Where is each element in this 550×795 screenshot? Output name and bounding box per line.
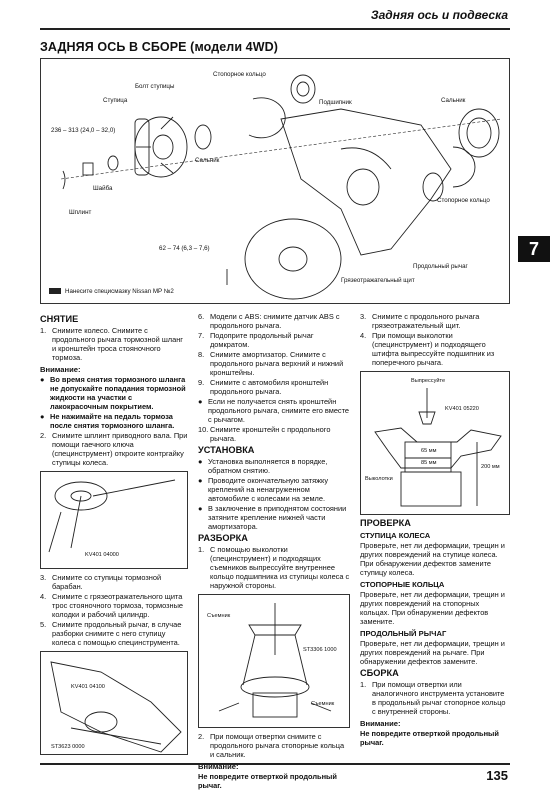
disassembly-heading: РАЗБОРКА xyxy=(198,533,248,543)
list-item: 2.Снимите шплинт приводного вала. При по… xyxy=(40,431,188,467)
exploded-diagram: Болт ступицы Ступица 236 – 313 (24,0 – 3… xyxy=(40,58,510,304)
fig3-label1: Съемник xyxy=(207,613,231,619)
hub-nut-drawing xyxy=(48,479,176,553)
rings-heading: СТОПОРНЫЕ КОЛЬЦА xyxy=(360,580,445,589)
bullet-item: ●Проводите окончательную затяжку креплен… xyxy=(198,476,329,503)
list-item: 6.Модели с ABS: снимите датчик ABS с про… xyxy=(198,312,340,330)
label-washer: Шайба xyxy=(93,185,113,192)
removal-heading: СНЯТИЕ xyxy=(40,314,79,324)
page-title: ЗАДНЯЯ ОСЬ В СБОРЕ (модели 4WD) xyxy=(40,40,279,54)
attention-heading: Внимание: xyxy=(198,762,239,771)
header-rule xyxy=(40,28,510,30)
arm-heading: ПРОДОЛЬНЫЙ РЫЧАГ xyxy=(360,629,447,638)
install-heading: УСТАНОВКА xyxy=(198,445,255,455)
illustration-bearing-puller: Съемник ST3306 1000 Съемник xyxy=(198,594,350,728)
fig3-label2: ST3306 1000 xyxy=(303,647,337,653)
list-item: 7.Подоприте продольный рычаг домкратом. xyxy=(198,331,314,349)
label-torque2: 62 – 74 (6,3 – 7,6) xyxy=(159,245,210,252)
fig2-label2: ST3623 0000 xyxy=(51,744,85,750)
chapter-tab: 7 xyxy=(518,236,550,262)
warning-item: ●Не нажимайте на педаль тормоза после сн… xyxy=(40,412,175,430)
bullet-item: ●В заключение в приподнятом состоянии за… xyxy=(198,504,347,531)
label-seal: Сальник xyxy=(195,157,220,164)
bearing-press-drawing xyxy=(374,388,502,507)
legend-swatch xyxy=(49,288,61,294)
label-hub-bolt: Болт ступицы xyxy=(135,83,175,90)
label-snap-ring2: Стопорное кольцо xyxy=(437,197,490,204)
attention-heading: Внимание: xyxy=(40,365,81,374)
attention-heading: Внимание: xyxy=(360,719,401,728)
list-item: 2.При помощи отвертки снимите с продольн… xyxy=(198,732,345,759)
list-item: 4.Снимите с грязеотражательного щита тро… xyxy=(40,592,183,619)
list-item: 4.При помощи выколотки (специнструмент) … xyxy=(360,331,495,367)
label-dust-shield: Грязеотражательный щит xyxy=(341,277,415,284)
list-item: 3.Снимите с продольного рычага грязеотра… xyxy=(360,312,480,330)
list-item: 3.Снимите со ступицы тормозной барабан. xyxy=(40,573,162,591)
bullet-item: ●Если не получается снять кронштейн прод… xyxy=(198,397,350,424)
footer-rule xyxy=(40,763,510,765)
label-hub: Ступица xyxy=(103,97,128,104)
list-item: 5.Снимите продольный рычаг, в случае раз… xyxy=(40,620,182,647)
fig1-label: KV401 04000 xyxy=(85,552,119,558)
label-torque1: 236 – 313 (24,0 – 32,0) xyxy=(51,127,116,134)
fig4-label-200: 200 мм xyxy=(481,464,500,470)
label-snap-ring: Стопорное кольцо xyxy=(213,71,266,78)
label-cotter: Шплинт xyxy=(69,209,92,216)
hub-text: Проверьте, нет ли деформации, трещин и д… xyxy=(360,541,505,577)
fig4-label-85: 85 мм xyxy=(421,460,437,466)
arm-text: Проверьте, нет ли деформации, трещин и д… xyxy=(360,639,505,666)
fig4-label-kv: KV401 05220 xyxy=(445,406,479,412)
bearing-puller-drawing xyxy=(218,603,332,718)
fig3-label3: Съемник xyxy=(311,701,335,707)
illustration-bearing-press: Выпрессуйте KV401 05220 65 мм 85 мм 200 … xyxy=(360,371,510,515)
page-number: 135 xyxy=(486,768,508,783)
fig4-label-65: 65 мм xyxy=(421,448,437,454)
hub-heading: СТУПИЦА КОЛЕСА xyxy=(360,531,431,540)
diagram-drawing xyxy=(49,74,502,300)
column-1: СНЯТИЕ 1.Снимите колесо. Снимите с продо… xyxy=(40,312,188,759)
section-title: Задняя ось и подвеска xyxy=(370,8,508,22)
check-heading: ПРОВЕРКА xyxy=(360,518,411,528)
bullet-item: ●Установка выполняется в порядке, обратн… xyxy=(198,457,328,475)
warning-text: Не повредите отверткой продольный рычаг. xyxy=(360,729,499,747)
list-item: 1.Снимите колесо. Снимите с продольного … xyxy=(40,326,183,362)
list-item: 1.С помощью выколотки (специнструмент) и… xyxy=(198,545,350,590)
assembly-heading: СБОРКА xyxy=(360,668,399,678)
rings-text: Проверьте, нет ли деформации, трещин и д… xyxy=(360,590,505,626)
warning-item: ●Во время снятия тормозного шланга не до… xyxy=(40,375,186,411)
fig2-label1: KV401 04100 xyxy=(71,684,105,690)
fig4-label-top: Выпрессуйте xyxy=(411,378,446,384)
label-trailing-arm: Продольный рычаг xyxy=(413,263,468,270)
column-2: 6.Модели с ABS: снимите датчик ABS с про… xyxy=(198,312,350,790)
hub-puller-drawing xyxy=(50,661,182,753)
list-item: 9.Снимите с автомобиля кронштейн продоль… xyxy=(198,378,329,396)
list-item: 8.Снимите амортизатор. Снимите с продоль… xyxy=(198,350,344,377)
page-header: Задняя ось и подвеска xyxy=(0,0,550,34)
column-3: 3.Снимите с продольного рычага грязеотра… xyxy=(360,312,510,747)
illustration-hub-puller: KV401 04100 ST3623 0000 xyxy=(40,651,188,755)
label-seal2: Сальник xyxy=(441,97,466,104)
list-item: 1.При помощи отвертки или аналогичного и… xyxy=(360,680,506,716)
illustration-hub-nut: KV401 04000 xyxy=(40,471,188,569)
label-bearing: Подшипник xyxy=(319,99,352,106)
warning-text: Не повредите отверткой продольный рычаг. xyxy=(198,772,337,790)
fig4-label-drift: Выколотки xyxy=(365,476,393,482)
legend-text: Нанесите специсмазку Nissan MP №2 xyxy=(65,288,174,295)
list-item: 10.Снимите кронштейн с продольного рычаг… xyxy=(198,425,331,443)
